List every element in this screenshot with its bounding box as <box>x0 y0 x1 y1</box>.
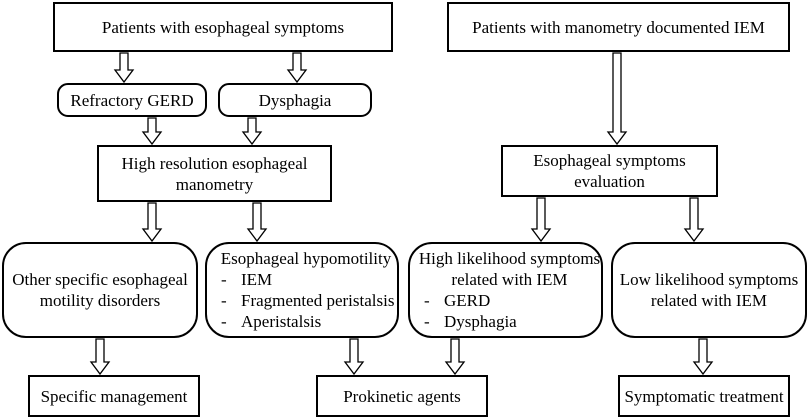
high-likelihood-line1: High likelihood symptoms <box>418 249 601 268</box>
refractory-gerd-label: Refractory GERD <box>70 90 194 110</box>
specific-management-box: Specific management <box>28 375 200 417</box>
patients-iem-label: Patients with manometry documented IEM <box>472 17 765 37</box>
other-motility-line1: Other specific esophageal <box>12 270 188 289</box>
symptoms-evaluation-line1: Esophageal symptoms <box>533 151 686 170</box>
arrow-gerd-to-hrm <box>141 117 163 146</box>
patients-esophageal-symptoms-box: Patients with esophageal symptoms <box>53 2 393 52</box>
arrow-high-to-prokinetic <box>444 338 466 376</box>
arrow-evaluation-to-low <box>683 197 705 243</box>
high-likelihood-list: GERD Dysphagia <box>418 290 601 332</box>
hypomotility-title: Esophageal hypomotility <box>220 249 392 268</box>
low-likelihood-box: Low likelihood symptoms related with IEM <box>611 242 807 338</box>
arrow-dysphagia-to-hrm <box>241 117 263 146</box>
symptomatic-treatment-box: Symptomatic treatment <box>618 375 790 417</box>
arrow-low-to-symptomatic <box>692 338 714 376</box>
hypomotility-item: Fragmented peristalsis <box>215 290 397 311</box>
hrm-label-line2: manometry <box>175 174 254 194</box>
high-likelihood-item: GERD <box>418 290 601 311</box>
arrow-hypomotility-to-prokinetic <box>343 338 365 376</box>
arrow-evaluation-to-high <box>530 197 552 243</box>
prokinetic-agents-box: Prokinetic agents <box>316 375 488 417</box>
arrow-hrm-to-other <box>141 202 163 243</box>
other-motility-box: Other specific esophageal motility disor… <box>2 242 198 338</box>
arrow-symptoms-to-gerd <box>113 52 135 84</box>
symptoms-evaluation-box: Esophageal symptoms evaluation <box>501 145 718 197</box>
arrow-iem-to-evaluation <box>606 52 628 146</box>
esophageal-hypomotility-box: Esophageal hypomotility IEM Fragmented p… <box>205 242 399 338</box>
patients-esophageal-symptoms-label: Patients with esophageal symptoms <box>101 17 345 37</box>
other-motility-line2: motility disorders <box>39 291 161 310</box>
dysphagia-label: Dysphagia <box>258 90 332 110</box>
hrm-box: High resolution esophageal manometry <box>97 145 332 202</box>
low-likelihood-line2: related with IEM <box>650 291 768 310</box>
dysphagia-box: Dysphagia <box>218 83 372 117</box>
high-likelihood-box: High likelihood symptoms related with IE… <box>408 242 603 338</box>
prokinetic-agents-label: Prokinetic agents <box>343 386 461 406</box>
arrow-hrm-to-hypomotility <box>246 202 268 243</box>
high-likelihood-item: Dysphagia <box>418 311 601 332</box>
hypomotility-list: IEM Fragmented peristalsis Aperistalsis <box>215 269 397 332</box>
symptoms-evaluation-line2: evaluation <box>574 172 645 191</box>
hrm-label-line1: High resolution esophageal <box>121 153 308 173</box>
specific-management-label: Specific management <box>40 386 188 406</box>
hypomotility-item: Aperistalsis <box>215 311 397 332</box>
refractory-gerd-box: Refractory GERD <box>57 83 207 117</box>
arrow-other-to-management <box>89 338 111 376</box>
patients-iem-box: Patients with manometry documented IEM <box>447 2 790 52</box>
arrow-symptoms-to-dysphagia <box>286 52 308 84</box>
symptomatic-treatment-label: Symptomatic treatment <box>624 386 784 406</box>
low-likelihood-line1: Low likelihood symptoms <box>619 270 799 289</box>
hypomotility-item: IEM <box>215 269 397 290</box>
high-likelihood-line2: related with IEM <box>451 270 568 289</box>
